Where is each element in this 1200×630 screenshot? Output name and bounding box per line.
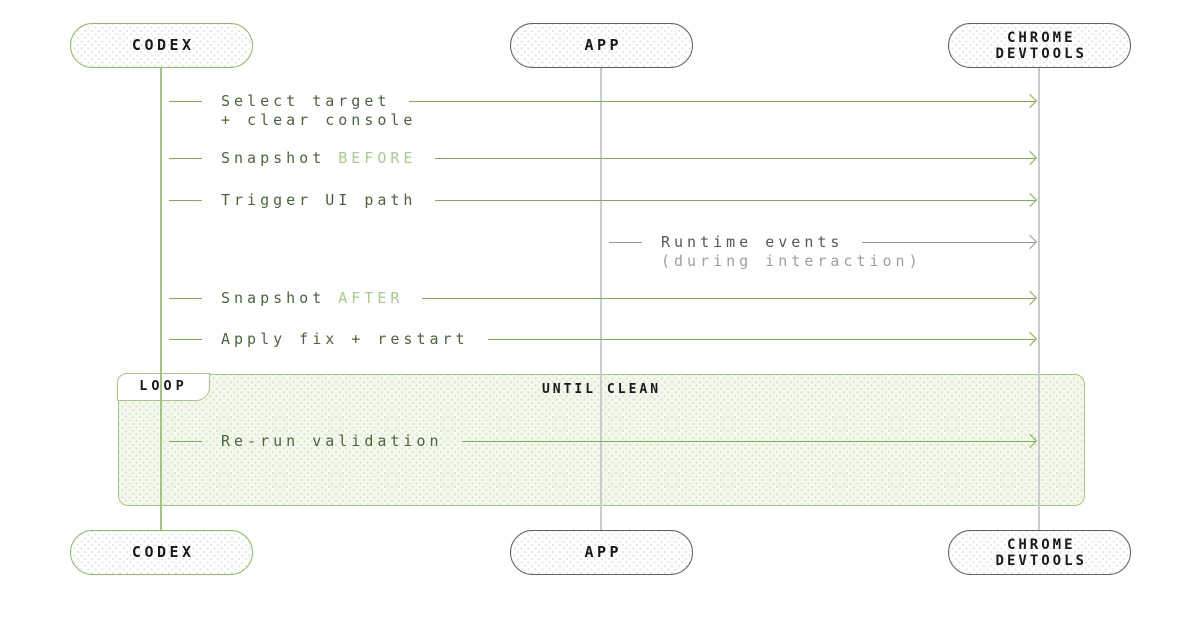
actor-label-line1: CHROME xyxy=(1006,29,1076,46)
message-text: Re-run validation xyxy=(221,432,443,450)
message-arrow xyxy=(461,441,1035,442)
message-label: Runtime events (during interaction) xyxy=(661,233,918,270)
message-arrow xyxy=(435,200,1035,201)
message-line-start xyxy=(169,101,202,102)
message-line-start xyxy=(169,200,202,201)
actor-label: APP xyxy=(584,36,623,54)
message-text-line2: + clear console xyxy=(221,111,417,129)
message-accent-text: BEFORE xyxy=(338,149,417,167)
message-snapshot-before: Snapshot BEFORE xyxy=(169,149,1035,168)
message-arrow xyxy=(435,158,1035,159)
message-text: Runtime events xyxy=(661,233,844,251)
message-trigger-ui-path: Trigger UI path xyxy=(169,191,1035,210)
lifeline-devtools xyxy=(1038,68,1040,530)
actor-label: CODEX xyxy=(131,36,195,54)
message-arrow xyxy=(422,298,1035,299)
actor-app-top: APP xyxy=(510,23,693,68)
lifeline-app xyxy=(600,68,602,530)
message-line-start xyxy=(169,298,202,299)
message-runtime-events: Runtime events (during interaction) xyxy=(609,233,1035,270)
message-line-start xyxy=(609,242,642,243)
message-text: Select target xyxy=(221,92,391,110)
message-text-line2: (during interaction) xyxy=(661,252,922,270)
message-rerun-validation: Re-run validation xyxy=(169,432,1035,451)
lifeline-codex xyxy=(160,68,162,530)
actor-label: CODEX xyxy=(131,543,195,561)
actor-label-line1: CHROME xyxy=(1006,536,1076,553)
message-apply-fix-restart: Apply fix + restart xyxy=(169,330,1035,349)
message-arrow xyxy=(409,101,1035,102)
actor-label: APP xyxy=(584,543,623,561)
actor-devtools-top: CHROME DEVTOOLS xyxy=(948,23,1131,68)
actor-label-line2: DEVTOOLS xyxy=(995,552,1087,569)
message-label: Re-run validation xyxy=(221,432,443,451)
message-text: Trigger UI path xyxy=(221,191,417,209)
message-text: Snapshot xyxy=(221,149,326,167)
actor-codex-top: CODEX xyxy=(70,23,253,68)
message-arrow xyxy=(487,339,1035,340)
message-line-start xyxy=(169,339,202,340)
message-label: Snapshot AFTER xyxy=(221,289,403,308)
message-arrow xyxy=(862,242,1035,243)
actor-codex-bottom: CODEX xyxy=(70,530,253,575)
message-label: Select target + clear console xyxy=(221,92,412,129)
message-label: Trigger UI path xyxy=(221,191,416,210)
message-text: Snapshot xyxy=(221,289,326,307)
loop-tag: LOOP xyxy=(117,373,210,402)
actor-app-bottom: APP xyxy=(510,530,693,575)
message-line-start xyxy=(169,158,202,159)
message-text: Apply fix + restart xyxy=(221,330,469,348)
message-label: Snapshot BEFORE xyxy=(221,149,416,168)
message-snapshot-after: Snapshot AFTER xyxy=(169,289,1035,308)
actor-label-line2: DEVTOOLS xyxy=(995,45,1087,62)
message-label: Apply fix + restart xyxy=(221,330,469,349)
message-accent-text: AFTER xyxy=(338,289,404,307)
actor-devtools-bottom: CHROME DEVTOOLS xyxy=(948,530,1131,575)
message-line-start xyxy=(169,441,202,442)
message-select-target: Select target + clear console xyxy=(169,92,1035,129)
